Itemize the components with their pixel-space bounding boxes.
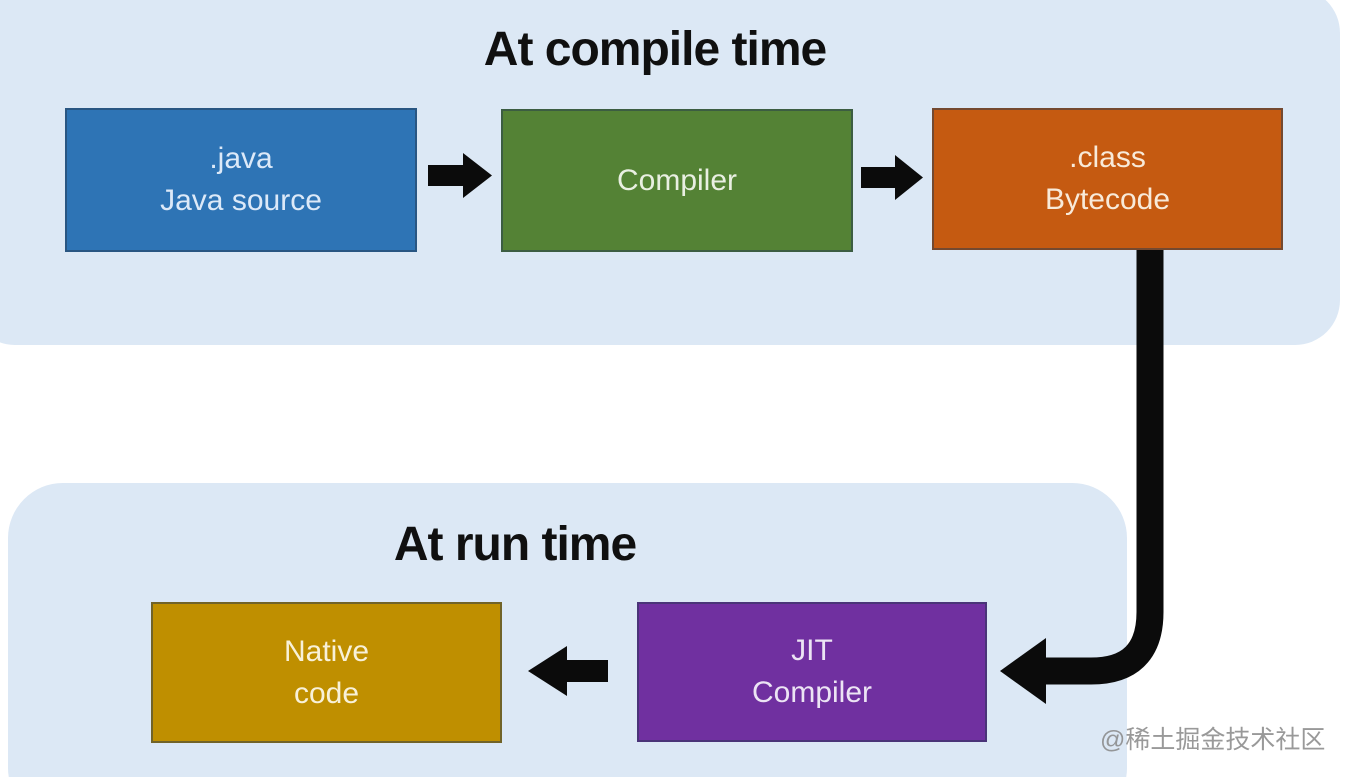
- arrow-right-icon: [861, 155, 923, 200]
- jit-compiler-line1: JIT: [791, 634, 833, 667]
- run-time-title: At run time: [393, 518, 637, 571]
- watermark: @稀土掘金技术社区: [1100, 726, 1326, 754]
- java-source-line2: Java source: [160, 184, 322, 217]
- native-code-line1: Native: [283, 634, 370, 668]
- jit-compiler-box: JIT Compiler: [637, 602, 987, 742]
- arrow-right-icon: [428, 153, 492, 198]
- java-source-box: .java Java source: [65, 108, 417, 252]
- arrow-curved-down-left-icon: [1000, 250, 1164, 704]
- arrow-left-icon: [528, 646, 608, 696]
- bytecode-box: .class Bytecode: [932, 108, 1283, 250]
- compiler-line1: Compiler: [616, 163, 738, 197]
- compile-time-title: At compile time: [483, 23, 827, 76]
- native-code-box: Native code: [151, 602, 502, 743]
- native-code-line2: code: [293, 676, 360, 710]
- compiler-box: Compiler: [501, 109, 853, 252]
- bytecode-line2: Bytecode: [1044, 183, 1171, 216]
- jit-compiler-line2: Compiler: [751, 676, 873, 709]
- bytecode-line1: .class: [1069, 141, 1146, 174]
- java-source-line1: .java: [209, 142, 273, 175]
